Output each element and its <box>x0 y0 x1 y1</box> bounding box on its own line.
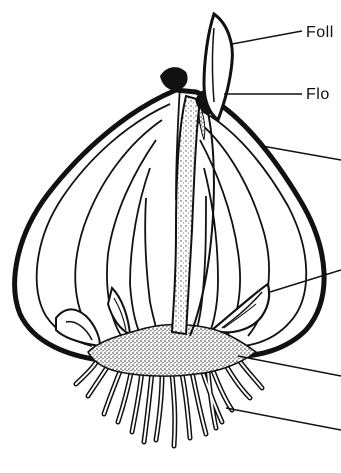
leader-line-foliage <box>232 31 302 44</box>
leader-line-basal-plate <box>238 356 341 376</box>
label-foliage-leaf: Foll <box>306 24 334 42</box>
label-flower-bud: Flo <box>306 86 330 104</box>
foliage-leaf <box>204 14 232 120</box>
leader-line-roots <box>226 408 341 430</box>
dark-tip <box>160 67 188 90</box>
